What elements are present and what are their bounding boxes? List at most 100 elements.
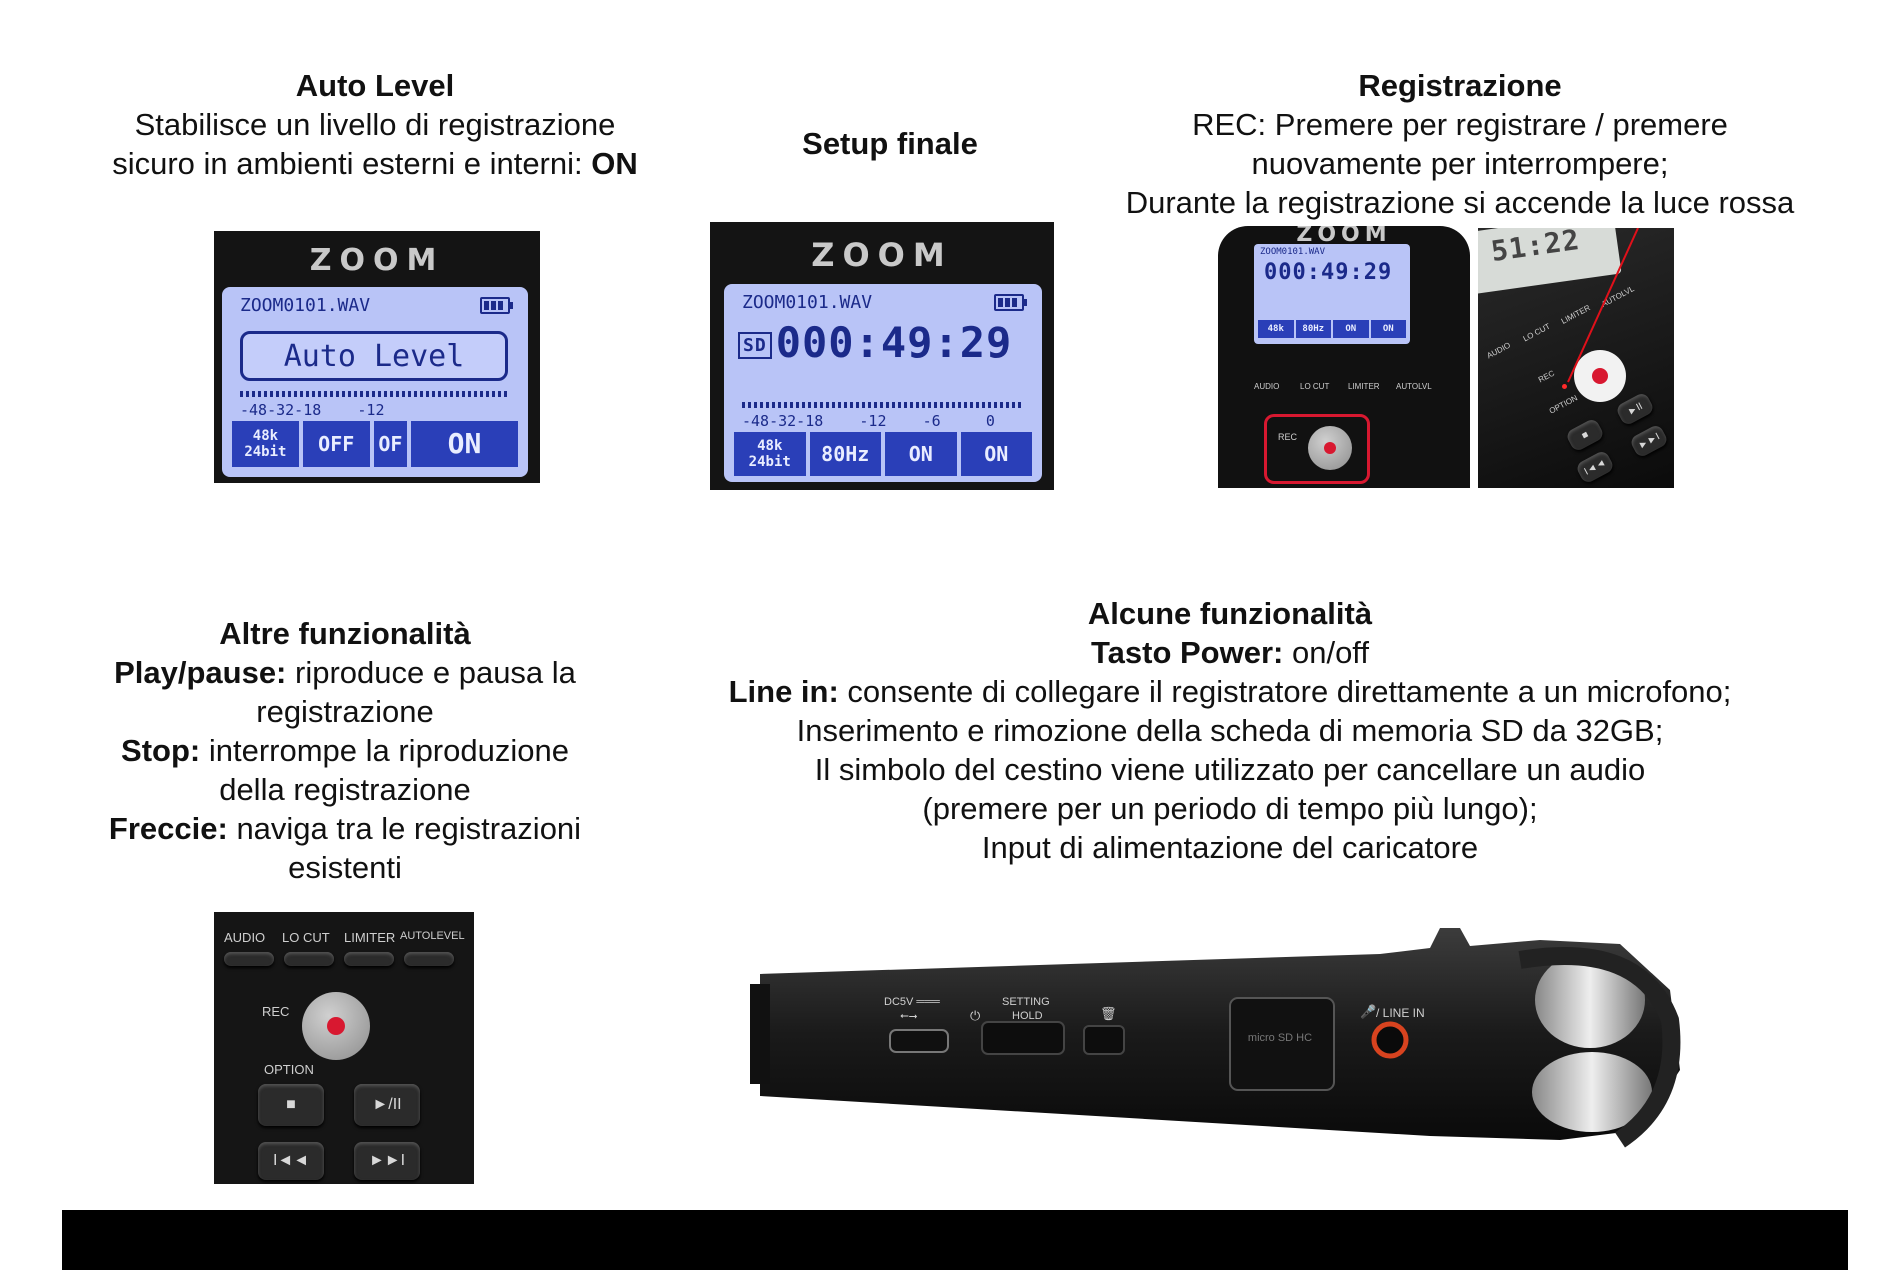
- rec-button[interactable]: [1574, 350, 1626, 402]
- auto-level-line1: Stabilisce un livello di registrazione: [134, 107, 616, 142]
- line-in-label: / LINE IN: [1376, 1006, 1425, 1020]
- tab-samplerate: 48k 24bit: [232, 421, 299, 467]
- play-pause-button[interactable]: ►/II: [354, 1084, 420, 1126]
- stop-text: interrompe la riproduzione: [200, 733, 569, 768]
- limiter-label: LIMITER: [344, 930, 396, 945]
- play-pause-text: riproduce e pausa la: [286, 655, 576, 690]
- altre-arrows-line2: esistenti: [288, 850, 402, 885]
- setup-caption: Setup finale: [740, 124, 1040, 163]
- mic-icon: 🎤: [1360, 1004, 1377, 1019]
- altre-stop-line: Stop: interrompe la riproduzione: [60, 731, 630, 770]
- tab-locut: 80Hz: [809, 432, 881, 476]
- auto-level-on-value: ON: [591, 146, 638, 181]
- zoom-logo: ZOOM: [309, 243, 445, 278]
- alcune-line6: Input di alimentazione del caricatore: [981, 830, 1479, 865]
- registrazione-line1: REC: Premere per registrare / premere: [1192, 107, 1728, 142]
- linein-text: consente di collegare il registratore di…: [838, 674, 1732, 709]
- recorder-front-photo: ZOOM ZOOM0101.WAV 000:49:29 48k 80Hz ON …: [1218, 226, 1470, 488]
- rec-button[interactable]: [1308, 426, 1352, 470]
- alcune-title: Alcune funzionalità: [1087, 596, 1373, 631]
- autolevel-label: AUTOLEVEL: [400, 930, 465, 942]
- altre-play-line2: registrazione: [256, 694, 434, 729]
- setting-label: SETTING: [1002, 996, 1050, 1008]
- alcune-line4: Il simbolo del cestino viene utilizzato …: [814, 752, 1646, 787]
- altre-play-line: Play/pause: riproduce e pausa la: [60, 653, 630, 692]
- battery-icon: [480, 297, 513, 314]
- lcd-tabs: 48k 24bit 80Hz ON ON: [734, 432, 1032, 476]
- tab-limiter: OF: [373, 421, 408, 467]
- auto-level-caption: Auto Level Stabilisce un livello di regi…: [70, 66, 680, 183]
- zoom-logo: ZOOM: [1296, 226, 1392, 247]
- stop-button[interactable]: ■: [258, 1084, 324, 1126]
- alcune-linein-line: Line in: consente di collegare il regist…: [660, 672, 1800, 711]
- rec-dot-icon: [327, 1017, 345, 1035]
- auto-level-line2: sicuro in ambienti esterni e interni: ON: [70, 144, 680, 183]
- locut-label: LO CUT: [1300, 382, 1330, 391]
- audio-label: AUDIO: [224, 930, 266, 945]
- rec-button[interactable]: [302, 992, 370, 1060]
- file-name: ZOOM0101.WAV: [1260, 247, 1326, 257]
- next-button[interactable]: ►►I: [354, 1142, 420, 1180]
- prev-button[interactable]: I◄◄: [258, 1142, 324, 1180]
- meter-scale: -48-32-18 -12: [240, 401, 385, 419]
- dc5v-label: DC5V ═══: [884, 996, 940, 1008]
- autolevel-button[interactable]: [404, 952, 454, 966]
- altre-caption: Altre funzionalità Play/pause: riproduce…: [60, 614, 630, 887]
- microsd-label: micro SD HC: [1247, 1032, 1313, 1044]
- locut-button[interactable]: [284, 952, 334, 966]
- tab-locut: 80Hz: [1295, 320, 1331, 338]
- hold-label: HOLD: [1012, 1010, 1043, 1022]
- rec-label: REC: [262, 1004, 290, 1019]
- locut-label: LO CUT: [282, 930, 330, 945]
- recorder-angled-photo: 51:22 AUDIO LO CUT LIMITER AUTOLVL REC O…: [1478, 228, 1674, 488]
- tab-limiter: ON: [885, 432, 957, 476]
- alcune-line5: (premere per un periodo di tempo più lun…: [922, 791, 1538, 826]
- level-meter: [240, 391, 510, 397]
- rec-dot-icon: [1324, 442, 1336, 454]
- zoom-logo: ZOOM: [811, 236, 953, 274]
- power-label: Tasto Power:: [1091, 635, 1284, 670]
- linein-label: Line in:: [728, 674, 839, 709]
- option-label: OPTION: [264, 1062, 314, 1077]
- tab-autolevel: ON: [960, 432, 1032, 476]
- registrazione-title: Registrazione: [1358, 68, 1562, 103]
- registrazione-line2: nuovamente per interrompere;: [1251, 146, 1669, 181]
- tab-limiter: ON: [1333, 320, 1369, 338]
- tab-autolevel: ON: [1370, 320, 1406, 338]
- altre-stop-line2: della registrazione: [219, 772, 471, 807]
- limiter-label: LIMITER: [1348, 382, 1380, 391]
- recording-time: 000:49:29: [1264, 260, 1393, 285]
- button-panel-photo: AUDIO LO CUT LIMITER AUTOLEVEL REC OPTIO…: [214, 912, 474, 1184]
- power-text: on/off: [1283, 635, 1369, 670]
- auto-level-line2-text: sicuro in ambienti esterni e interni:: [112, 146, 592, 181]
- lcd-screen: ZOOM0101.WAV Auto Level -48-32-18 -12 48…: [222, 287, 528, 477]
- file-name: ZOOM0101.WAV: [742, 292, 873, 313]
- level-meter: [742, 402, 1024, 408]
- alcune-power-line: Tasto Power: on/off: [660, 633, 1800, 672]
- limiter-button[interactable]: [344, 952, 394, 966]
- recorder-side-photo: DC5V ═══ ⭠⭢ SETTING HOLD ⏻ 🗑 micro SD HC…: [740, 900, 1700, 1200]
- stop-label: Stop:: [121, 733, 201, 768]
- audio-button[interactable]: [224, 952, 274, 966]
- tab-samplerate: 48k 24bit: [734, 432, 806, 476]
- audio-label: AUDIO: [1254, 382, 1280, 391]
- altre-title: Altre funzionalità: [219, 616, 471, 651]
- registrazione-line3: Durante la registrazione si accende la l…: [1125, 185, 1795, 220]
- battery-icon: [994, 294, 1027, 311]
- trash-icon: 🗑: [1100, 1006, 1117, 1021]
- meter-scale: -48-32-18 -12 -6 0: [742, 412, 995, 430]
- sd-icon: SD: [738, 332, 772, 359]
- rec-dot-icon: [1592, 368, 1608, 384]
- lcd-screen: ZOOM0101.WAV 000:49:29 48k 80Hz ON ON: [1254, 244, 1410, 344]
- file-name: ZOOM0101.WAV: [240, 295, 371, 316]
- lcd-auto-level-photo: ZOOM ZOOM0101.WAV Auto Level -48-32-18 -…: [214, 231, 540, 483]
- rec-label: REC: [1278, 432, 1298, 442]
- lcd-tabs: 48k 80Hz ON ON: [1258, 320, 1406, 338]
- rec-highlight-box: [1264, 414, 1370, 484]
- lcd-tabs: 48k 24bit OFF OF ON: [232, 421, 518, 467]
- arrows-label: Freccie:: [108, 811, 228, 846]
- play-pause-label: Play/pause:: [114, 655, 287, 690]
